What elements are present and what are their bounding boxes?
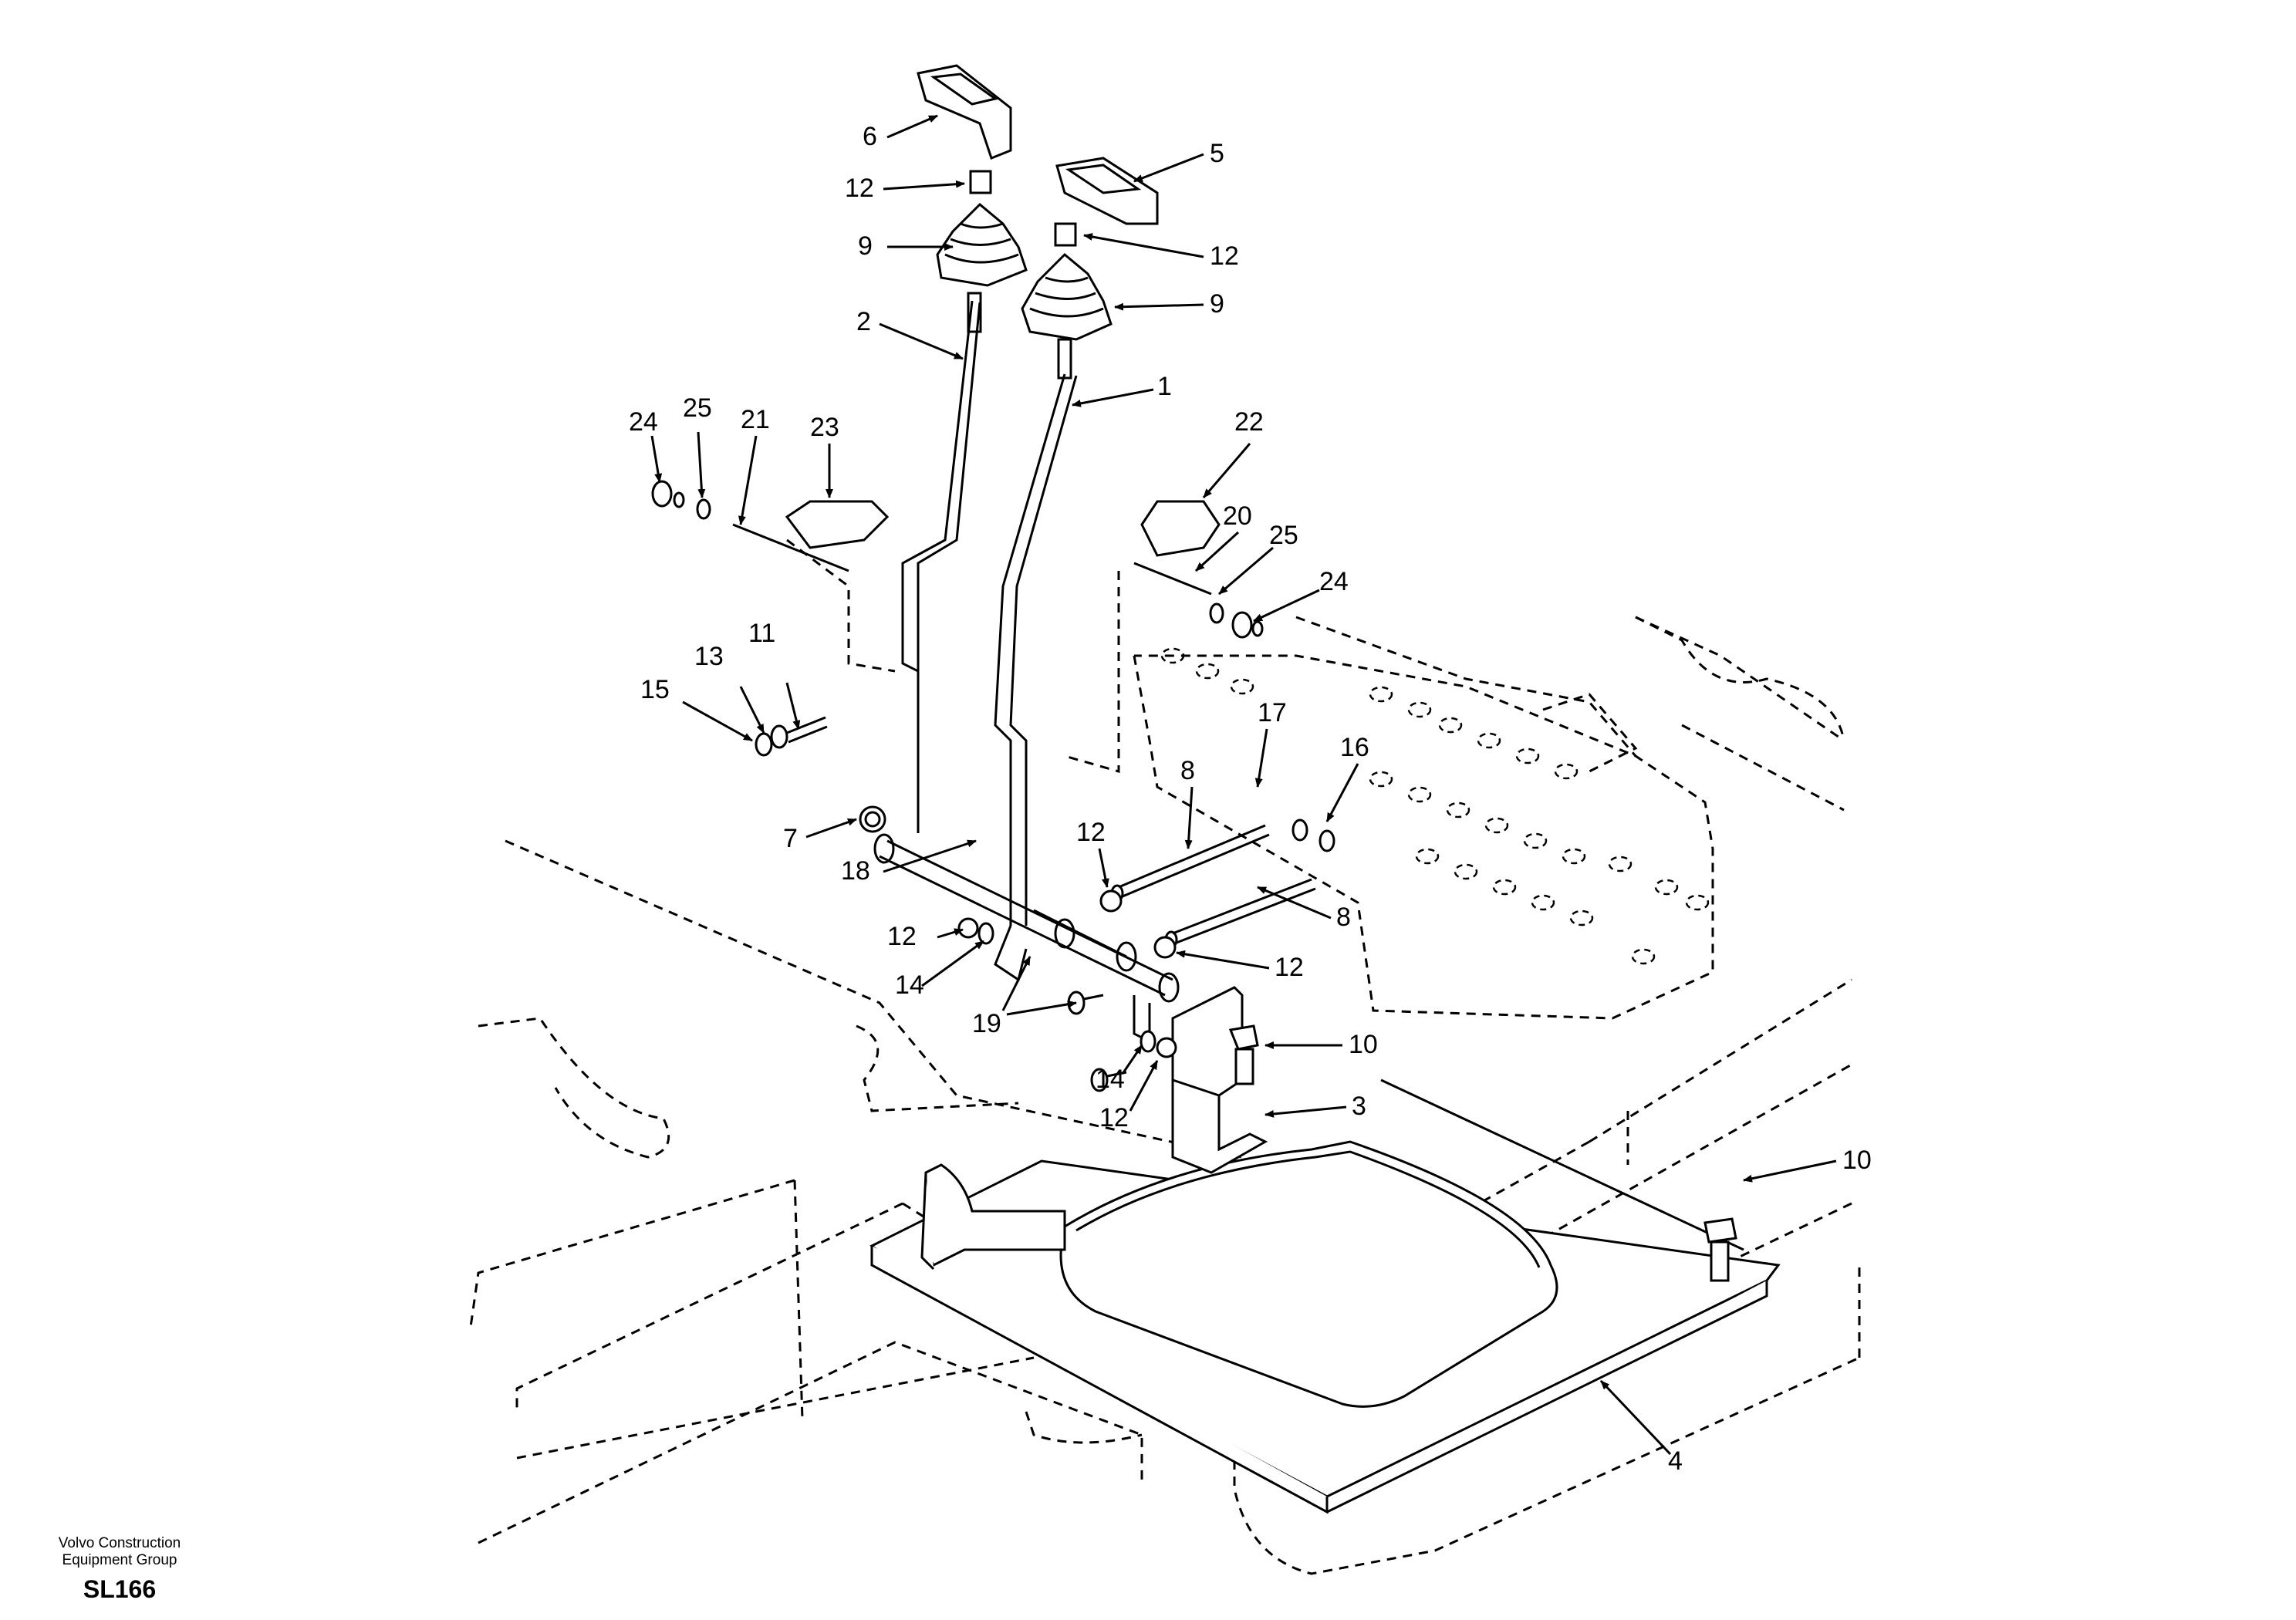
mounting-plate xyxy=(869,986,1781,1514)
callout-label: 12 xyxy=(1275,953,1304,982)
callout-label: 7 xyxy=(783,824,798,853)
callout-label: 15 xyxy=(640,675,670,704)
callout-label: 25 xyxy=(1269,521,1298,550)
knobs-and-boots xyxy=(785,64,1737,1282)
lever-assembly xyxy=(732,292,1744,1251)
callout-label: 23 xyxy=(810,413,839,442)
callout-label: 24 xyxy=(629,407,658,437)
callout-label: 4 xyxy=(1668,1446,1683,1476)
callout-label: 18 xyxy=(841,856,870,886)
callout-label: 14 xyxy=(1096,1065,1125,1094)
callout-label: 24 xyxy=(1319,567,1349,596)
callout-label: 8 xyxy=(1336,903,1351,932)
callout-label: 3 xyxy=(1352,1092,1366,1121)
callout-label: 22 xyxy=(1234,407,1264,437)
company-name-line2: Equipment Group xyxy=(62,1552,177,1568)
callout-label: 2 xyxy=(856,307,871,336)
callout-label: 12 xyxy=(845,174,874,203)
callout-leaders xyxy=(650,114,1837,1456)
callout-label: 17 xyxy=(1258,698,1287,727)
callout-label: 12 xyxy=(887,922,917,951)
callout-label: 9 xyxy=(858,231,873,261)
callout-label: 10 xyxy=(1349,1030,1378,1059)
callout-label: 12 xyxy=(1210,241,1239,271)
callout-label: 12 xyxy=(1099,1103,1129,1132)
callout-label: 25 xyxy=(683,393,712,423)
valve-block-ports xyxy=(1160,647,1710,965)
callout-label: 21 xyxy=(741,405,770,434)
callout-label: 5 xyxy=(1210,139,1224,168)
callout-label: 12 xyxy=(1076,818,1106,847)
callout-label: 16 xyxy=(1340,733,1369,762)
callout-label: 19 xyxy=(972,1009,1001,1038)
callout-label: 20 xyxy=(1223,501,1252,531)
callout-label: 10 xyxy=(1842,1146,1872,1175)
drawing-code: SL166 xyxy=(83,1575,157,1603)
callout-label: 9 xyxy=(1210,289,1224,319)
callout-labels: 6 5 12 12 9 9 2 1 24 25 21 23 22 20 25 2… xyxy=(629,122,1872,1476)
callout-label: 6 xyxy=(863,122,877,151)
callout-label: 11 xyxy=(748,619,775,648)
callout-label: 14 xyxy=(895,970,924,1000)
callout-label: 1 xyxy=(1157,372,1172,401)
callout-label: 13 xyxy=(694,642,724,671)
callout-label: 8 xyxy=(1180,756,1195,785)
company-name-line1: Volvo Construction xyxy=(58,1535,181,1551)
drawing-footer: Volvo Construction Equipment Group SL166 xyxy=(31,1535,208,1604)
